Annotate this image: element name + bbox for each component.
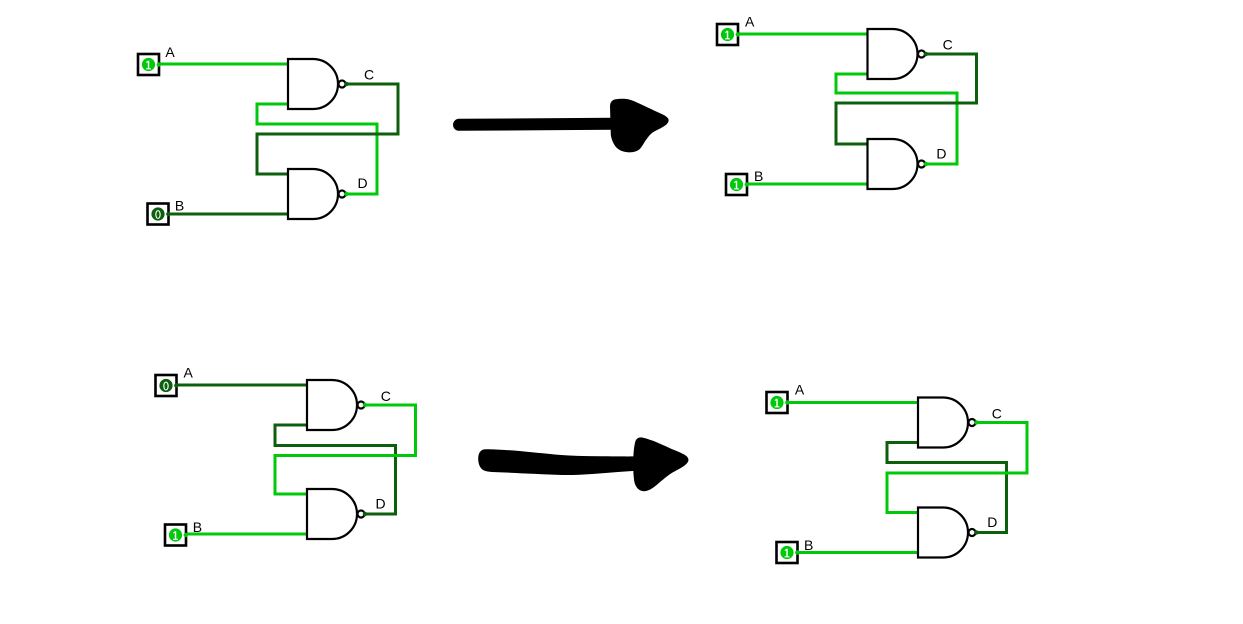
- svg-text:C: C: [381, 388, 391, 404]
- svg-text:D: D: [987, 514, 997, 530]
- svg-text:D: D: [936, 145, 946, 161]
- svg-text:C: C: [364, 67, 374, 83]
- svg-text:D: D: [376, 496, 386, 512]
- svg-text:A: A: [745, 13, 755, 29]
- svg-text:A: A: [184, 365, 194, 381]
- svg-text:B: B: [175, 198, 184, 214]
- svg-text:A: A: [795, 382, 805, 398]
- svg-text:B: B: [804, 537, 813, 553]
- svg-text:B: B: [193, 519, 202, 535]
- svg-text:D: D: [358, 175, 368, 191]
- svg-text:C: C: [992, 406, 1002, 422]
- svg-text:B: B: [754, 168, 763, 184]
- svg-text:C: C: [943, 36, 953, 52]
- svg-text:A: A: [165, 44, 175, 60]
